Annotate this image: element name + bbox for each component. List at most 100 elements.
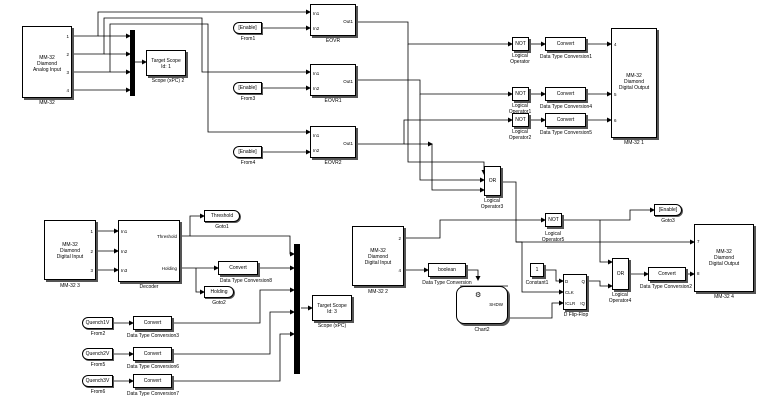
convert6-block[interactable]: Convert (133, 347, 172, 361)
chart2-label: Chart2 (474, 327, 490, 333)
goto3-tag[interactable]: [Enable] (654, 204, 682, 216)
digital-output4-block[interactable]: MM-32 Diamond Digital Output 7 8 (694, 224, 754, 292)
quench2-from-label: From5 (90, 362, 106, 368)
constant1-block[interactable]: 1 (530, 263, 544, 277)
scope3-block[interactable]: Target Scope Id: 3 (312, 295, 352, 321)
digital-input3-block[interactable]: MM-32 Diamond Digital Input 1 2 3 (44, 220, 96, 280)
convert7-label: Data Type Conversion7 (126, 391, 180, 397)
dff-qbar: !Q (580, 301, 585, 306)
decoder-holding-port: Holding (161, 266, 177, 271)
from3-tag[interactable]: [Enable] (233, 82, 262, 94)
digital-output1-block[interactable]: MM-32 Diamond Digital Output 4 5 6 (611, 28, 657, 138)
goto2-label: Goto2 (212, 300, 226, 306)
from1-tag[interactable]: [Enable] (233, 22, 262, 34)
wire-not5-goto3 (562, 207, 655, 221)
convert4-block[interactable]: Convert (545, 87, 586, 101)
goto3-label: Goto3 (661, 218, 675, 224)
digital-input2-label: MM-32 2 (368, 289, 388, 295)
eovr1-block[interactable]: In1 In2 Out1 (310, 64, 356, 96)
convert3-block[interactable]: Convert (133, 316, 172, 330)
from1-label: From1 (240, 36, 256, 42)
eovr2-in1: In1 (313, 133, 320, 138)
not-operator2-label: Logical Operator2 (508, 129, 532, 141)
decoder-block[interactable]: In1 In2 In3 Threshold Holding (118, 220, 180, 282)
port-1: 1 (66, 34, 69, 39)
analog-input-title: MM-32 Diamond Analog Input (32, 55, 62, 73)
not-operator1[interactable]: NOT (512, 87, 529, 101)
not-operator[interactable]: NOT (512, 37, 529, 51)
scope3-label: Scope (xPC) (317, 323, 347, 329)
quench3-from-label: From6 (90, 389, 106, 395)
eovr2-out: Out1 (343, 141, 353, 146)
not-operator1-label: Logical Operator1 (508, 103, 532, 115)
eovr1-label: EOVR1 (324, 98, 342, 104)
convert4-label: Data Type Conversion4 (539, 104, 593, 110)
wire-bool-chart (466, 269, 481, 281)
analog-input-block[interactable]: MM-32 Diamond Analog Input 1 2 3 4 (22, 26, 72, 98)
digital-output1-label: MM-32 1 (624, 140, 644, 146)
digital-input3-title: MM-32 Diamond Digital Input (56, 242, 84, 260)
mux-bar-2[interactable] (294, 244, 300, 374)
eovr-in2: In2 (313, 26, 320, 31)
wire-eovr-or (407, 44, 487, 175)
not-operator2[interactable]: NOT (512, 113, 529, 127)
eovr2-block[interactable]: In1 In2 Out1 (310, 126, 356, 158)
di2-port-2: 2 (398, 236, 401, 241)
or-operator3-label: Logical Operator3 (480, 198, 504, 210)
eovr1-out: Out1 (343, 79, 353, 84)
eovr-block[interactable]: In1 In2 Out1 (310, 4, 356, 36)
wire-ai2-eovr1 (72, 17, 311, 75)
quench1-from-tag[interactable]: Quench1V (82, 317, 113, 329)
di3-port-2: 2 (90, 249, 93, 254)
convert7-block[interactable]: Convert (133, 374, 172, 388)
d-flip-flop-block[interactable]: D CLK !CLR Q !Q (563, 274, 587, 310)
convert1-block[interactable]: Convert (545, 37, 586, 51)
or-operator4[interactable]: OR (612, 258, 629, 290)
boolean-convert-label: Data Type Conversion (422, 280, 472, 286)
boolean-convert-block[interactable]: boolean (428, 263, 466, 277)
wire-thr-goto1 (180, 213, 205, 237)
di3-port-3: 3 (90, 268, 93, 273)
mux-bar-1[interactable] (130, 30, 135, 96)
wire-ai1-eovr (72, 9, 311, 37)
wire-clk (516, 241, 564, 295)
scope2-block[interactable]: Target Scope Id: 1 (146, 50, 186, 76)
decoder-in1: In1 (121, 229, 128, 234)
wire-hold-goto2 (195, 268, 205, 295)
quench3-from-tag[interactable]: Quench3V (82, 375, 113, 387)
convert6-label: Data Type Conversion6 (126, 364, 180, 370)
not-operator-label: Logical Operator (510, 53, 530, 65)
or-operator3[interactable]: OR (484, 166, 501, 196)
chart2-block[interactable]: SHDW ⚙ (456, 286, 508, 324)
wire-eovr1-not1 (356, 79, 513, 97)
quench1-from-label: From2 (90, 331, 106, 337)
convert2-label: Data Type Conversion2 (639, 284, 693, 290)
goto1-label: Goto1 (215, 224, 229, 230)
di3-port-1: 1 (90, 229, 93, 234)
decoder-threshold-port: Threshold (156, 234, 177, 239)
wire-or3-out (501, 181, 695, 245)
from4-tag[interactable]: [Enable] (233, 146, 262, 158)
wire-qc2-scope (172, 309, 295, 355)
wire-ai3-eovr2 (72, 23, 311, 135)
wire-eovr2-or (431, 144, 485, 193)
eovr1-in1: In1 (313, 71, 320, 76)
wire-qc1-scope (172, 287, 295, 324)
digital-output1-title: MM-32 Diamond Digital Output (618, 73, 650, 91)
wire-not5-branch (599, 220, 613, 265)
convert8-block[interactable]: Convert (218, 261, 258, 275)
eovr-in1: In1 (313, 11, 320, 16)
goto2-tag[interactable]: Holding (204, 286, 234, 298)
do1-port-6: 6 (614, 118, 617, 123)
eovr-out: Out1 (343, 19, 353, 24)
digital-input2-block[interactable]: MM-32 Diamond Digital Input 2 4 (352, 226, 404, 286)
do4-port-8: 8 (697, 271, 700, 276)
not-operator5[interactable]: NOT (545, 213, 562, 227)
convert2-block[interactable]: Convert (648, 267, 686, 281)
goto1-tag[interactable]: Threshold (204, 210, 240, 222)
port-3: 3 (66, 70, 69, 75)
wire-eovr1-or (419, 94, 485, 183)
convert5-block[interactable]: Convert (545, 113, 586, 127)
quench2-from-tag[interactable]: Quench2V (82, 348, 113, 360)
